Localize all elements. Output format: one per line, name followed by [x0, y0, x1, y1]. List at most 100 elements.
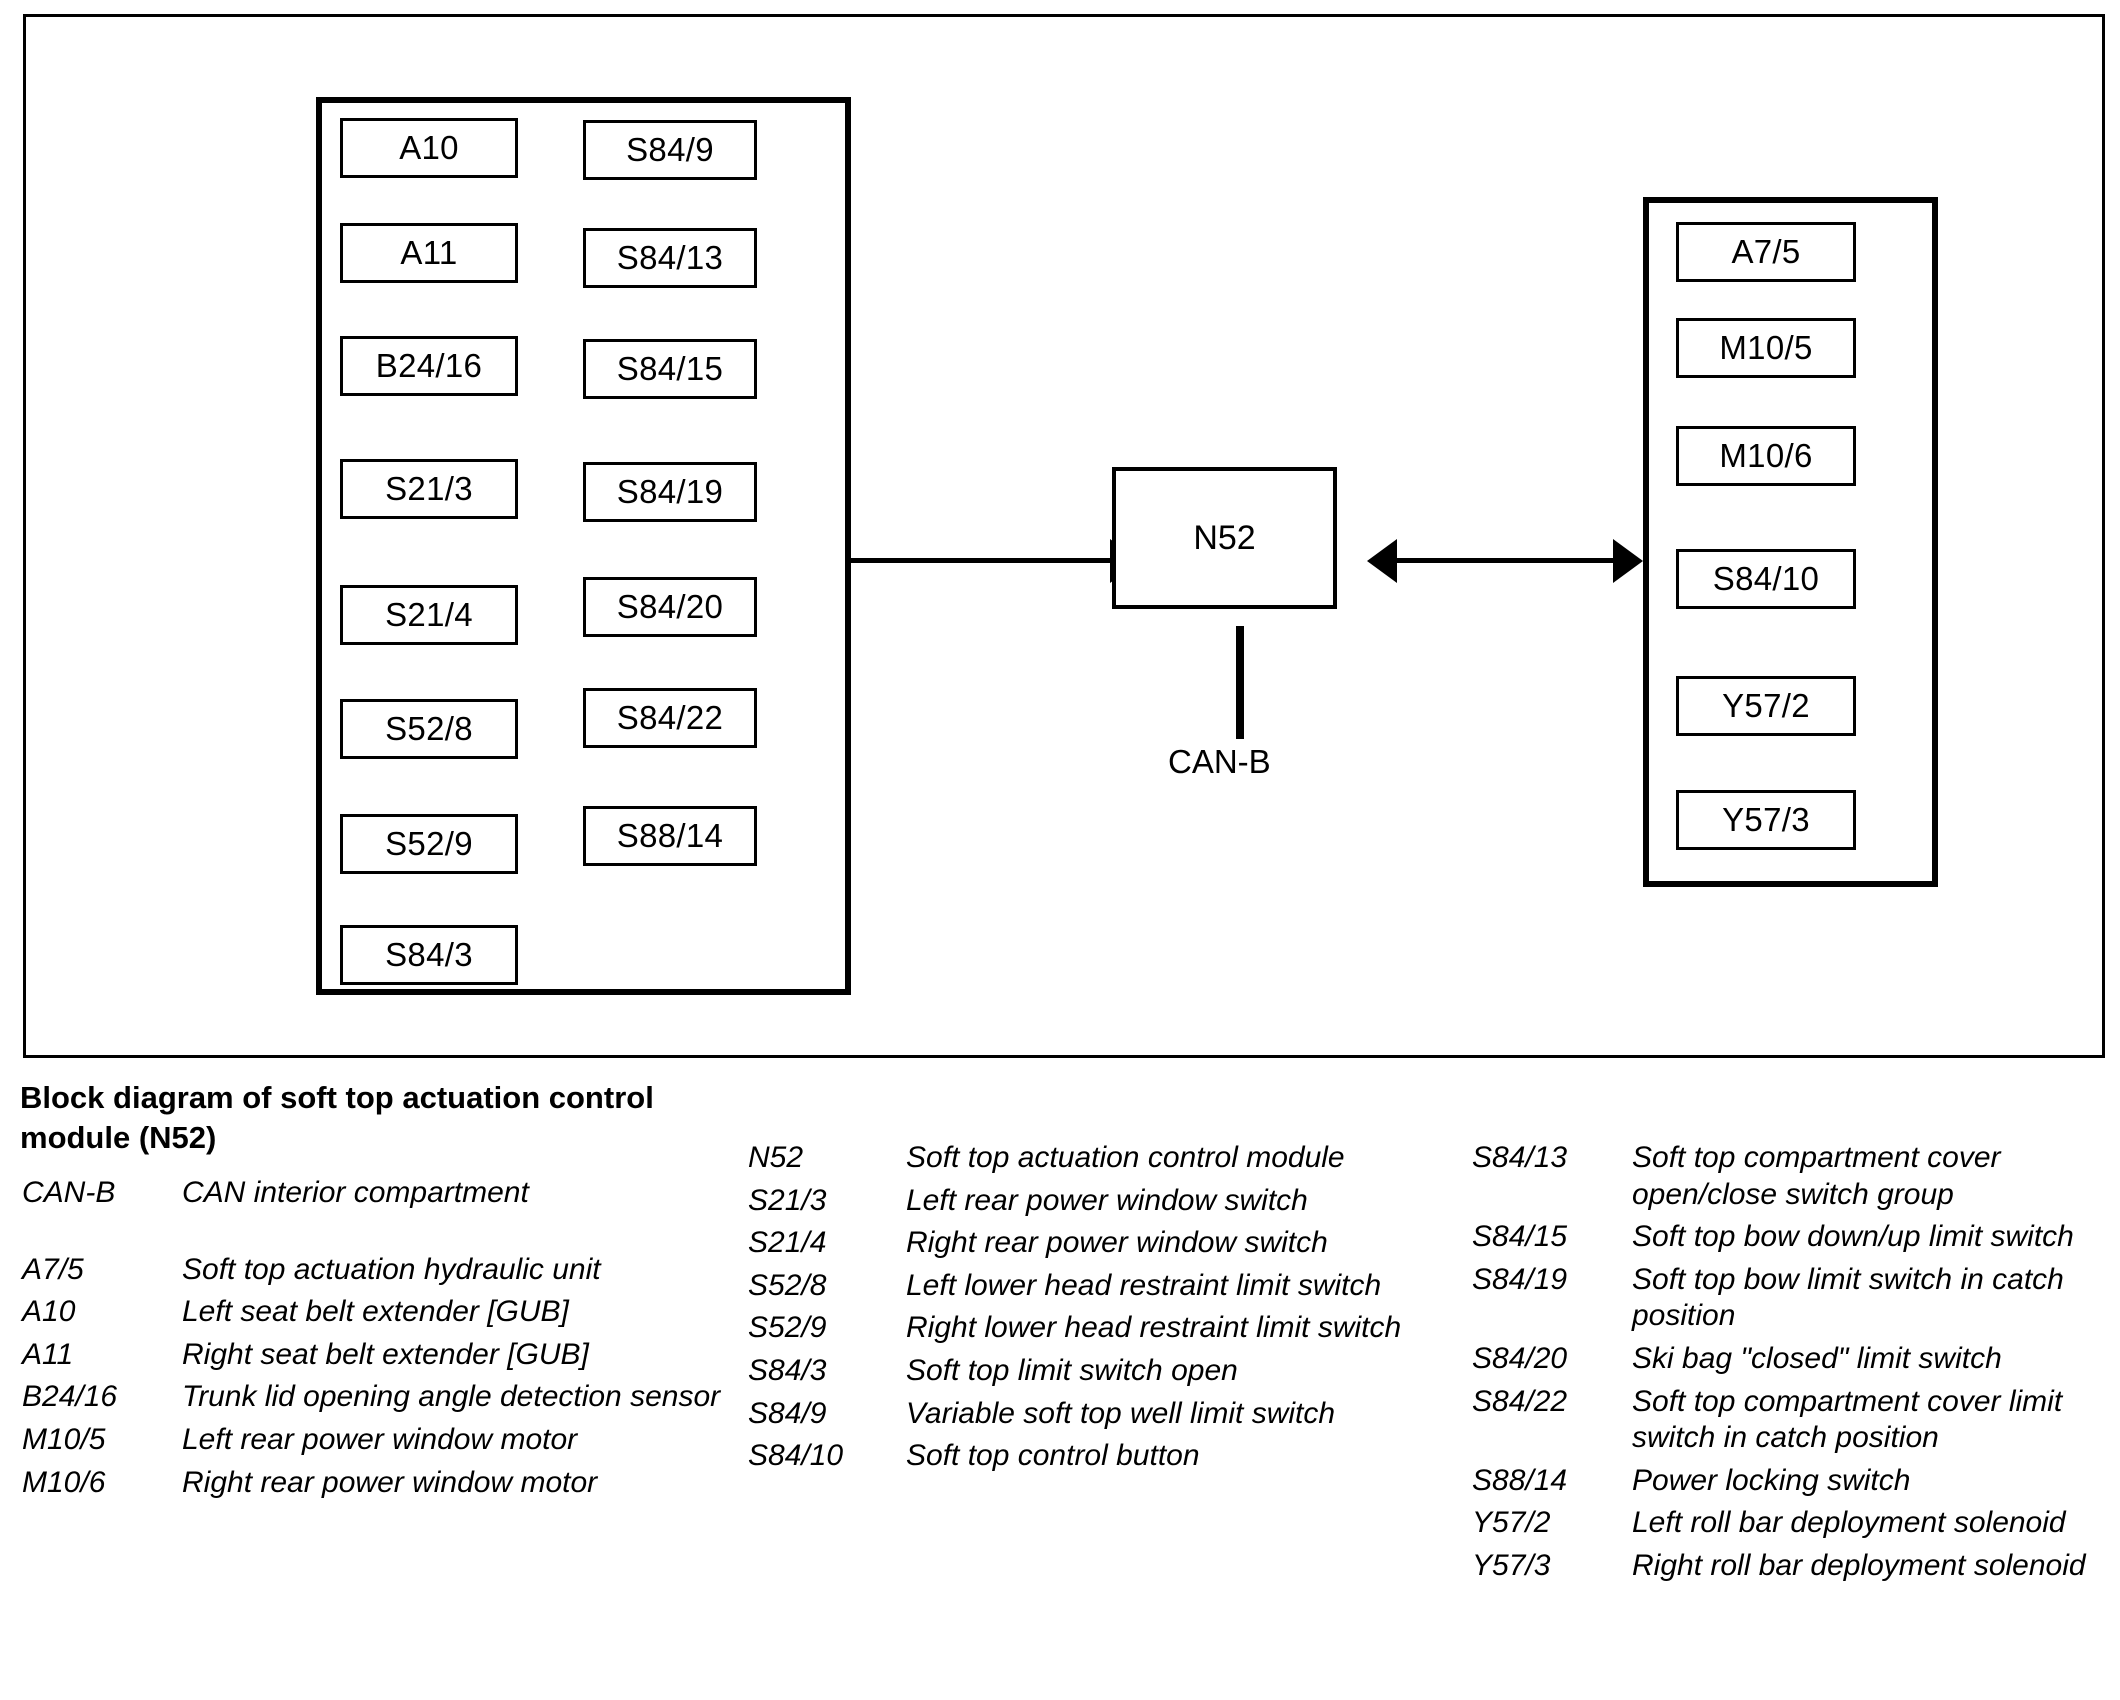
legend-entry-description: Ski bag "closed" limit switch: [1632, 1341, 2002, 1375]
can-bus-label: CAN-B: [1168, 743, 1271, 780]
legend-entry-description: Soft top control button: [906, 1439, 1200, 1473]
connector-n52-to-right-shaft: [1396, 558, 1618, 563]
component-box[interactable]: A7/5: [1676, 222, 1856, 282]
legend-entry-description: Soft top actuation control module: [906, 1141, 1345, 1174]
legend-entry-key: S84/9: [748, 1396, 827, 1430]
legend-entry-key: Y57/2: [1472, 1506, 1551, 1540]
component-box[interactable]: A11: [340, 223, 518, 283]
legend-entry-key: A10: [22, 1295, 76, 1329]
component-box[interactable]: M10/5: [1676, 318, 1856, 378]
legend-entry-description: Right roll bar deployment solenoid: [1632, 1548, 2086, 1582]
legend-entry: A11 Right seat belt extender [GUB]: [22, 1337, 722, 1374]
component-box[interactable]: S84/10: [1676, 549, 1856, 609]
component-box[interactable]: A10: [340, 118, 518, 178]
legend-entry-key: A11: [22, 1337, 74, 1371]
legend-entry-key: S84/3: [748, 1353, 827, 1387]
legend-entry: S84/20 Ski bag "closed" limit switch: [1472, 1341, 2112, 1378]
component-box[interactable]: S84/15: [583, 339, 757, 399]
legend-entry-description: Right seat belt extender [GUB]: [182, 1337, 589, 1371]
legend-entry-description: Left rear power window motor: [182, 1422, 578, 1456]
legend-entry: S84/19 Soft top bow limit switch in catch…: [1472, 1262, 2112, 1335]
component-box[interactable]: Y57/3: [1676, 790, 1856, 850]
legend-entry: M10/6 Right rear power window motor: [22, 1465, 722, 1502]
component-box[interactable]: B24/16: [340, 336, 518, 396]
legend-entry-description: Right rear power window switch: [906, 1226, 1328, 1260]
component-box[interactable]: S84/22: [583, 688, 757, 748]
component-box[interactable]: S21/3: [340, 459, 518, 519]
legend-entry-key: S84/13: [1472, 1141, 1568, 1174]
right-component-group: [1643, 197, 1938, 887]
legend-entry-description: Right lower head restraint limit switch: [906, 1311, 1402, 1345]
legend-entry-key: A7/5: [22, 1252, 84, 1286]
legend-entry-description: Left seat belt extender [GUB]: [182, 1295, 569, 1329]
diagram-outer-frame: [23, 14, 2105, 1058]
component-box[interactable]: S84/19: [583, 462, 757, 522]
legend-entry-description: Trunk lid opening angle detection sensor: [182, 1380, 721, 1414]
legend-entry-key: CAN-B: [22, 1176, 116, 1209]
legend-entry-key: S88/14: [1472, 1463, 1568, 1497]
legend-entry-description: Left roll bar deployment solenoid: [1632, 1506, 2066, 1540]
legend-entry: A10 Left seat belt extender [GUB]: [22, 1294, 722, 1331]
control-module-n52-box[interactable]: N52: [1112, 467, 1337, 609]
component-box[interactable]: S84/20: [583, 577, 757, 637]
component-box[interactable]: S21/4: [340, 585, 518, 645]
legend-entry: CAN-B CAN interior compartment: [22, 1175, 722, 1212]
arrowhead-left-icon: [1367, 539, 1397, 583]
legend-entry-key: S84/20: [1472, 1341, 1568, 1375]
legend-entry: B24/16 Trunk lid opening angle detection …: [22, 1379, 722, 1416]
legend-entry-key: S52/9: [748, 1311, 827, 1345]
legend-entry-description: Right rear power window motor: [182, 1465, 598, 1499]
legend-entry-description: Soft top limit switch open: [906, 1353, 1238, 1387]
component-box[interactable]: S52/8: [340, 699, 518, 759]
legend-entry-description: Soft top compartment cover open/close sw…: [1632, 1141, 2001, 1211]
legend-entry-key: B24/16: [22, 1380, 118, 1414]
component-box[interactable]: S84/9: [583, 120, 757, 180]
legend-entry: S84/9 Variable soft top well limit switch: [748, 1396, 1448, 1433]
legend-entry-description: Soft top bow limit switch in catch posit…: [1632, 1262, 2064, 1333]
legend-entry: S84/15 Soft top bow down/up limit switch: [1472, 1219, 2112, 1256]
legend-entry-key: M10/6: [22, 1465, 106, 1499]
page-title: Block diagram of soft top actuation cont…: [20, 1080, 654, 1155]
legend-entry: A7/5 Soft top actuation hydraulic unit: [22, 1252, 722, 1289]
legend-entry-description: Soft top bow down/up limit switch: [1632, 1220, 2074, 1254]
legend-spacer: [22, 1218, 722, 1252]
connector-can-bus-stub: [1236, 626, 1244, 739]
legend-entry-description: Power locking switch: [1632, 1463, 1911, 1497]
legend-entry: Y57/3 Right roll bar deployment solenoid: [1472, 1548, 2112, 1585]
legend-entry-key: Y57/3: [1472, 1548, 1551, 1582]
legend-entry-key: N52: [748, 1141, 804, 1174]
component-box[interactable]: S84/13: [583, 228, 757, 288]
component-box[interactable]: S52/9: [340, 814, 518, 874]
component-box[interactable]: S88/14: [583, 806, 757, 866]
legend-entry-description: Left rear power window switch: [906, 1183, 1308, 1217]
component-box[interactable]: S84/3: [340, 925, 518, 985]
component-box[interactable]: M10/6: [1676, 426, 1856, 486]
legend-entry: Y57/2 Left roll bar deployment solenoid: [1472, 1505, 2112, 1542]
legend-entry: S84/22 Soft top compartment cover limit s…: [1472, 1384, 2112, 1457]
legend-entry-description: Variable soft top well limit switch: [906, 1396, 1336, 1430]
legend-column-3: S84/13 Soft top compartment cover open/cl…: [1472, 1140, 2112, 1591]
legend-entry: S84/10 Soft top control button: [748, 1438, 1448, 1475]
legend-entry-description: Soft top compartment cover limit switch …: [1632, 1384, 2063, 1455]
legend-entry: M10/5 Left rear power window motor: [22, 1422, 722, 1459]
legend-entry-description: CAN interior compartment: [182, 1176, 529, 1209]
component-box[interactable]: Y57/2: [1676, 676, 1856, 736]
legend-entry-key: S21/3: [748, 1183, 827, 1217]
legend-entry: S88/14 Power locking switch: [1472, 1463, 2112, 1500]
legend-entry: S21/3 Left rear power window switch: [748, 1183, 1448, 1220]
connector-left-to-n52-shaft: [851, 558, 1113, 563]
legend-entry-key: S84/22: [1472, 1384, 1568, 1418]
legend-entry: S84/13 Soft top compartment cover open/cl…: [1472, 1140, 2112, 1213]
legend-entry-key: S84/10: [748, 1439, 844, 1473]
legend-entry: N52 Soft top actuation control module: [748, 1140, 1448, 1177]
legend-entry: S84/3 Soft top limit switch open: [748, 1353, 1448, 1390]
legend-entry-description: Soft top actuation hydraulic unit: [182, 1252, 601, 1286]
legend-entry-key: S84/15: [1472, 1220, 1568, 1254]
legend-entry-key: M10/5: [22, 1422, 106, 1456]
legend-entry-key: S84/19: [1472, 1262, 1568, 1296]
legend-entry-description: Left lower head restraint limit switch: [906, 1268, 1382, 1302]
